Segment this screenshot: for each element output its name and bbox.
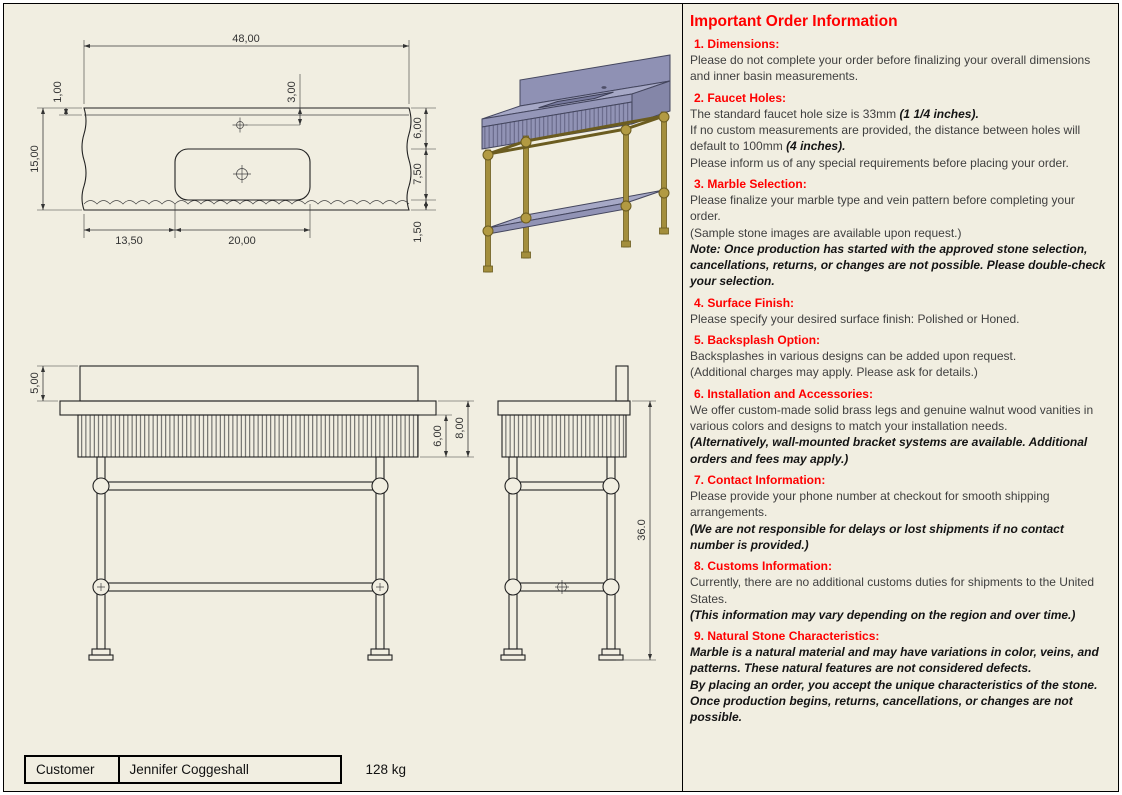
drain-hole-icon (233, 165, 251, 183)
iso-basin (538, 91, 614, 109)
section-heading-9: 9. Natural Stone Characteristics: (694, 629, 880, 644)
section-heading-7: 7. Contact Information: (694, 472, 826, 487)
dim-right-top: 6,00 (412, 117, 424, 138)
front-slab (59, 400, 437, 416)
info-sections: 1. Dimensions: Please do not complete you… (690, 37, 1106, 726)
customer-name: Jennifer Coggeshall (117, 755, 342, 784)
side-slab (497, 400, 631, 416)
order-info-panel: Important Order Information 1. Dimension… (682, 4, 1118, 791)
section-heading-5: 5. Backsplash Option: (694, 333, 821, 348)
section-paragraph: Currently, there are no additional custo… (690, 575, 1094, 606)
iso-shelf (487, 189, 665, 229)
dim-front-drop: 8,00 (454, 417, 466, 438)
dim-faucet-offset: 3,00 (286, 81, 298, 102)
basin-cutout (174, 148, 311, 201)
dim-basin-width: 20,00 (228, 235, 256, 247)
section-paragraph: By placing an order, you accept the uniq… (690, 677, 1098, 725)
section-paragraph: Note: Once production has started with t… (690, 241, 1106, 289)
section-paragraph: Please inform us of any special requirem… (690, 155, 1069, 170)
faucet-hole-icon (232, 117, 248, 133)
iso-view (481, 54, 671, 273)
drawing-area: 48,00 1,00 15,00 3,00 6,00 7,50 1,50 13,… (4, 4, 682, 791)
side-feet (500, 648, 624, 661)
iso-ball-joints (482, 111, 670, 237)
side-backsplash (615, 365, 629, 402)
dim-basin-depth: 7,50 (412, 163, 424, 184)
section-paragraph: Please specify your desired surface fini… (690, 311, 1020, 326)
section-paragraph: (This information may vary depending on … (690, 607, 1076, 622)
section-paragraph: (We are not responsible for delays or lo… (690, 521, 1064, 552)
front-feet (88, 648, 393, 661)
vanity-drawing: 48,00 1,00 15,00 3,00 6,00 7,50 1,50 13,… (29, 33, 671, 661)
dim-overall-depth: 15,00 (29, 145, 41, 173)
dim-left-to-basin: 13,50 (115, 235, 143, 247)
front-view: 5,00 6,00 8,00 (29, 365, 474, 661)
section-heading-4: 4. Surface Finish: (694, 295, 795, 310)
section-heading-3: 3. Marble Selection: (694, 176, 807, 191)
dim-apron-height: 6,00 (432, 425, 444, 446)
section-paragraph: Please finalize your marble type and vei… (690, 192, 1075, 224)
customer-label: Customer (24, 755, 120, 784)
info-panel-title: Important Order Information (690, 13, 898, 30)
side-fluted-apron (501, 414, 627, 458)
top-view: 48,00 1,00 15,00 3,00 6,00 7,50 1,50 13,… (29, 33, 436, 247)
side-view: 36.0 (497, 365, 656, 661)
dim-backsplash-height: 5,00 (29, 372, 41, 393)
section-paragraph: The standard faucet hole size is 33mm (1… (690, 106, 979, 121)
section-paragraph: Backsplashes in various designs can be a… (690, 349, 1017, 364)
section-heading-6: 6. Installation and Accessories: (694, 386, 873, 401)
title-block: Customer Jennifer Coggeshall 128 kg (24, 755, 406, 784)
front-backsplash (79, 365, 419, 402)
dim-overall-width: 48,00 (232, 33, 260, 45)
section-paragraph: (Sample stone images are available upon … (690, 225, 962, 240)
weight-value: 128 kg (365, 762, 407, 777)
dim-overall-height: 36.0 (636, 519, 648, 540)
section-paragraph: We offer custom-made solid brass legs an… (690, 402, 1094, 433)
section-paragraph: (Alternatively, wall-mounted bracket sys… (690, 435, 1088, 466)
iso-feet (483, 227, 669, 273)
iso-faucet-hole (601, 86, 607, 89)
section-paragraph: Please provide your phone number at chec… (690, 488, 1050, 520)
section-heading-1: 1. Dimensions: (694, 37, 780, 51)
front-fluted-apron (77, 414, 419, 458)
section-paragraph: Please do not complete your order before… (690, 53, 1091, 84)
dim-right-bottom: 1,50 (412, 221, 424, 242)
section-paragraph: Marble is a natural material and may hav… (690, 645, 1099, 676)
section-paragraph: If no custom measurements are provided, … (690, 122, 1081, 154)
section-heading-2: 2. Faucet Holes: (694, 90, 787, 105)
dim-top-edge: 1,00 (52, 81, 64, 102)
section-paragraph: (Additional charges may apply. Please as… (690, 365, 978, 380)
section-heading-8: 8. Customs Information: (694, 559, 833, 574)
drawing-sheet: 48,00 1,00 15,00 3,00 6,00 7,50 1,50 13,… (3, 3, 1119, 792)
